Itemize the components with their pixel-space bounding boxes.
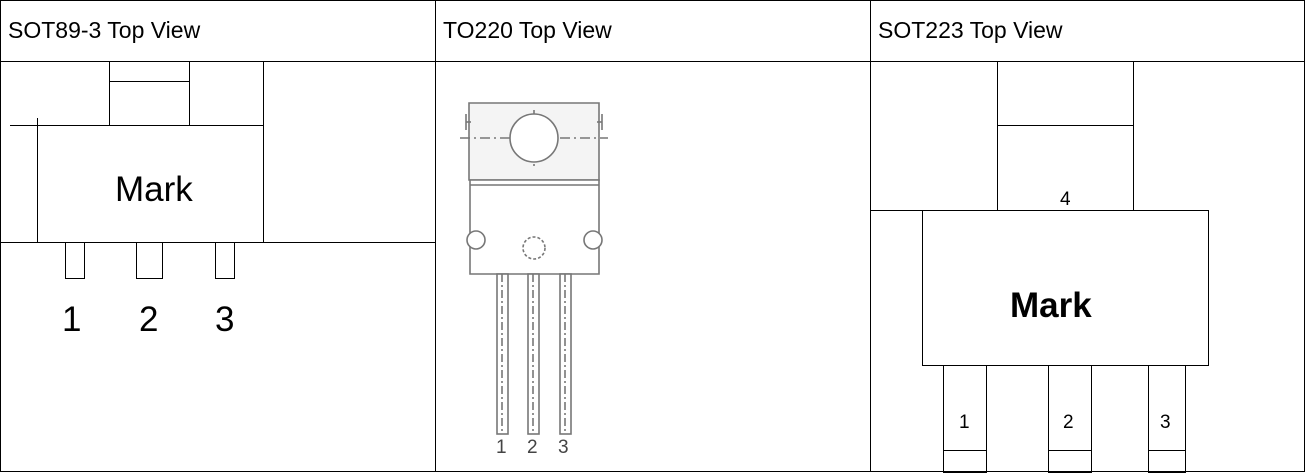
sot89-tab-line [109, 81, 190, 82]
sot89-lead-1 [65, 243, 85, 279]
sot223-lead-3-band [1148, 450, 1186, 451]
sot89-pin-label-3: 3 [215, 300, 235, 339]
header-sot89: SOT89-3 Top View [8, 17, 201, 43]
sot89-body-left [37, 118, 38, 242]
sot223-tab-right [1133, 62, 1134, 210]
table-top-border [0, 0, 1305, 1]
sot89-tab-left [109, 62, 110, 125]
column-divider-2 [870, 0, 871, 472]
sot223-mark-label: Mark [1010, 286, 1092, 325]
sot89-pin-label-1: 1 [62, 300, 82, 339]
header-bottom-border [0, 61, 1305, 62]
sot89-lead-3 [215, 243, 235, 279]
to220-package-drawing [460, 102, 608, 435]
sot223-lead-2-band [1048, 450, 1092, 451]
to220-pin-label-3: 3 [558, 437, 569, 458]
sot223-tab-left [997, 62, 998, 210]
to220-pin-label-1: 1 [496, 437, 507, 458]
sot89-lead-2 [136, 243, 163, 279]
sot89-mark-label: Mark [115, 170, 193, 209]
header-to220: TO220 Top View [443, 17, 612, 43]
sot223-tab-line [997, 125, 1134, 126]
sot223-pin-label-3: 3 [1160, 412, 1171, 433]
to220-diagram: 1 2 3 [436, 62, 870, 471]
table-left-border [0, 0, 1, 472]
to220-pin-label-2: 2 [527, 437, 538, 458]
column-divider-1 [435, 0, 436, 472]
sot89-body-top [10, 125, 264, 126]
sot89-tab-right [189, 62, 190, 125]
sot89-body-right [263, 62, 264, 243]
sot89-pin-label-2: 2 [139, 300, 159, 339]
sot89-body-bottom [0, 242, 435, 243]
sot223-tab-label: 4 [1060, 189, 1071, 210]
sot223-pin-label-2: 2 [1063, 412, 1074, 433]
header-sot223: SOT223 Top View [878, 17, 1063, 43]
sot223-lead-1-band [943, 450, 987, 451]
sot223-pin-label-1: 1 [959, 412, 970, 433]
